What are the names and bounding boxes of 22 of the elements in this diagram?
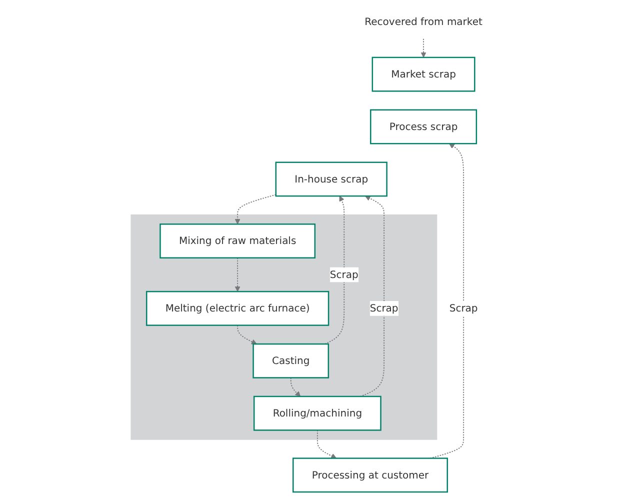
arrow [430, 143, 464, 459]
arrow [235, 257, 241, 292]
node-box: Rolling/machining [254, 396, 382, 431]
cluster [131, 214, 438, 440]
arrow [317, 430, 337, 459]
node-box: Casting [253, 343, 330, 378]
node-box: Market scrap [372, 56, 476, 92]
arrow [290, 377, 302, 397]
node-box: Mixing of raw materials [160, 224, 316, 258]
arrow [325, 196, 346, 344]
edge-label: Scrap [450, 302, 478, 314]
node-box: Melting (electric arc furnace) [146, 290, 330, 326]
edge-label: Scrap [370, 302, 399, 314]
arrow [238, 324, 258, 344]
node-text: Recovered from market [365, 16, 483, 28]
arrow [421, 38, 427, 58]
node-box: Process scrap [370, 109, 478, 144]
arrow [360, 196, 385, 397]
arrow [235, 194, 277, 224]
node-box: In-house scrap [276, 162, 388, 197]
node-box: Processing at customer [292, 458, 448, 493]
edge-label: Scrap [330, 268, 359, 280]
